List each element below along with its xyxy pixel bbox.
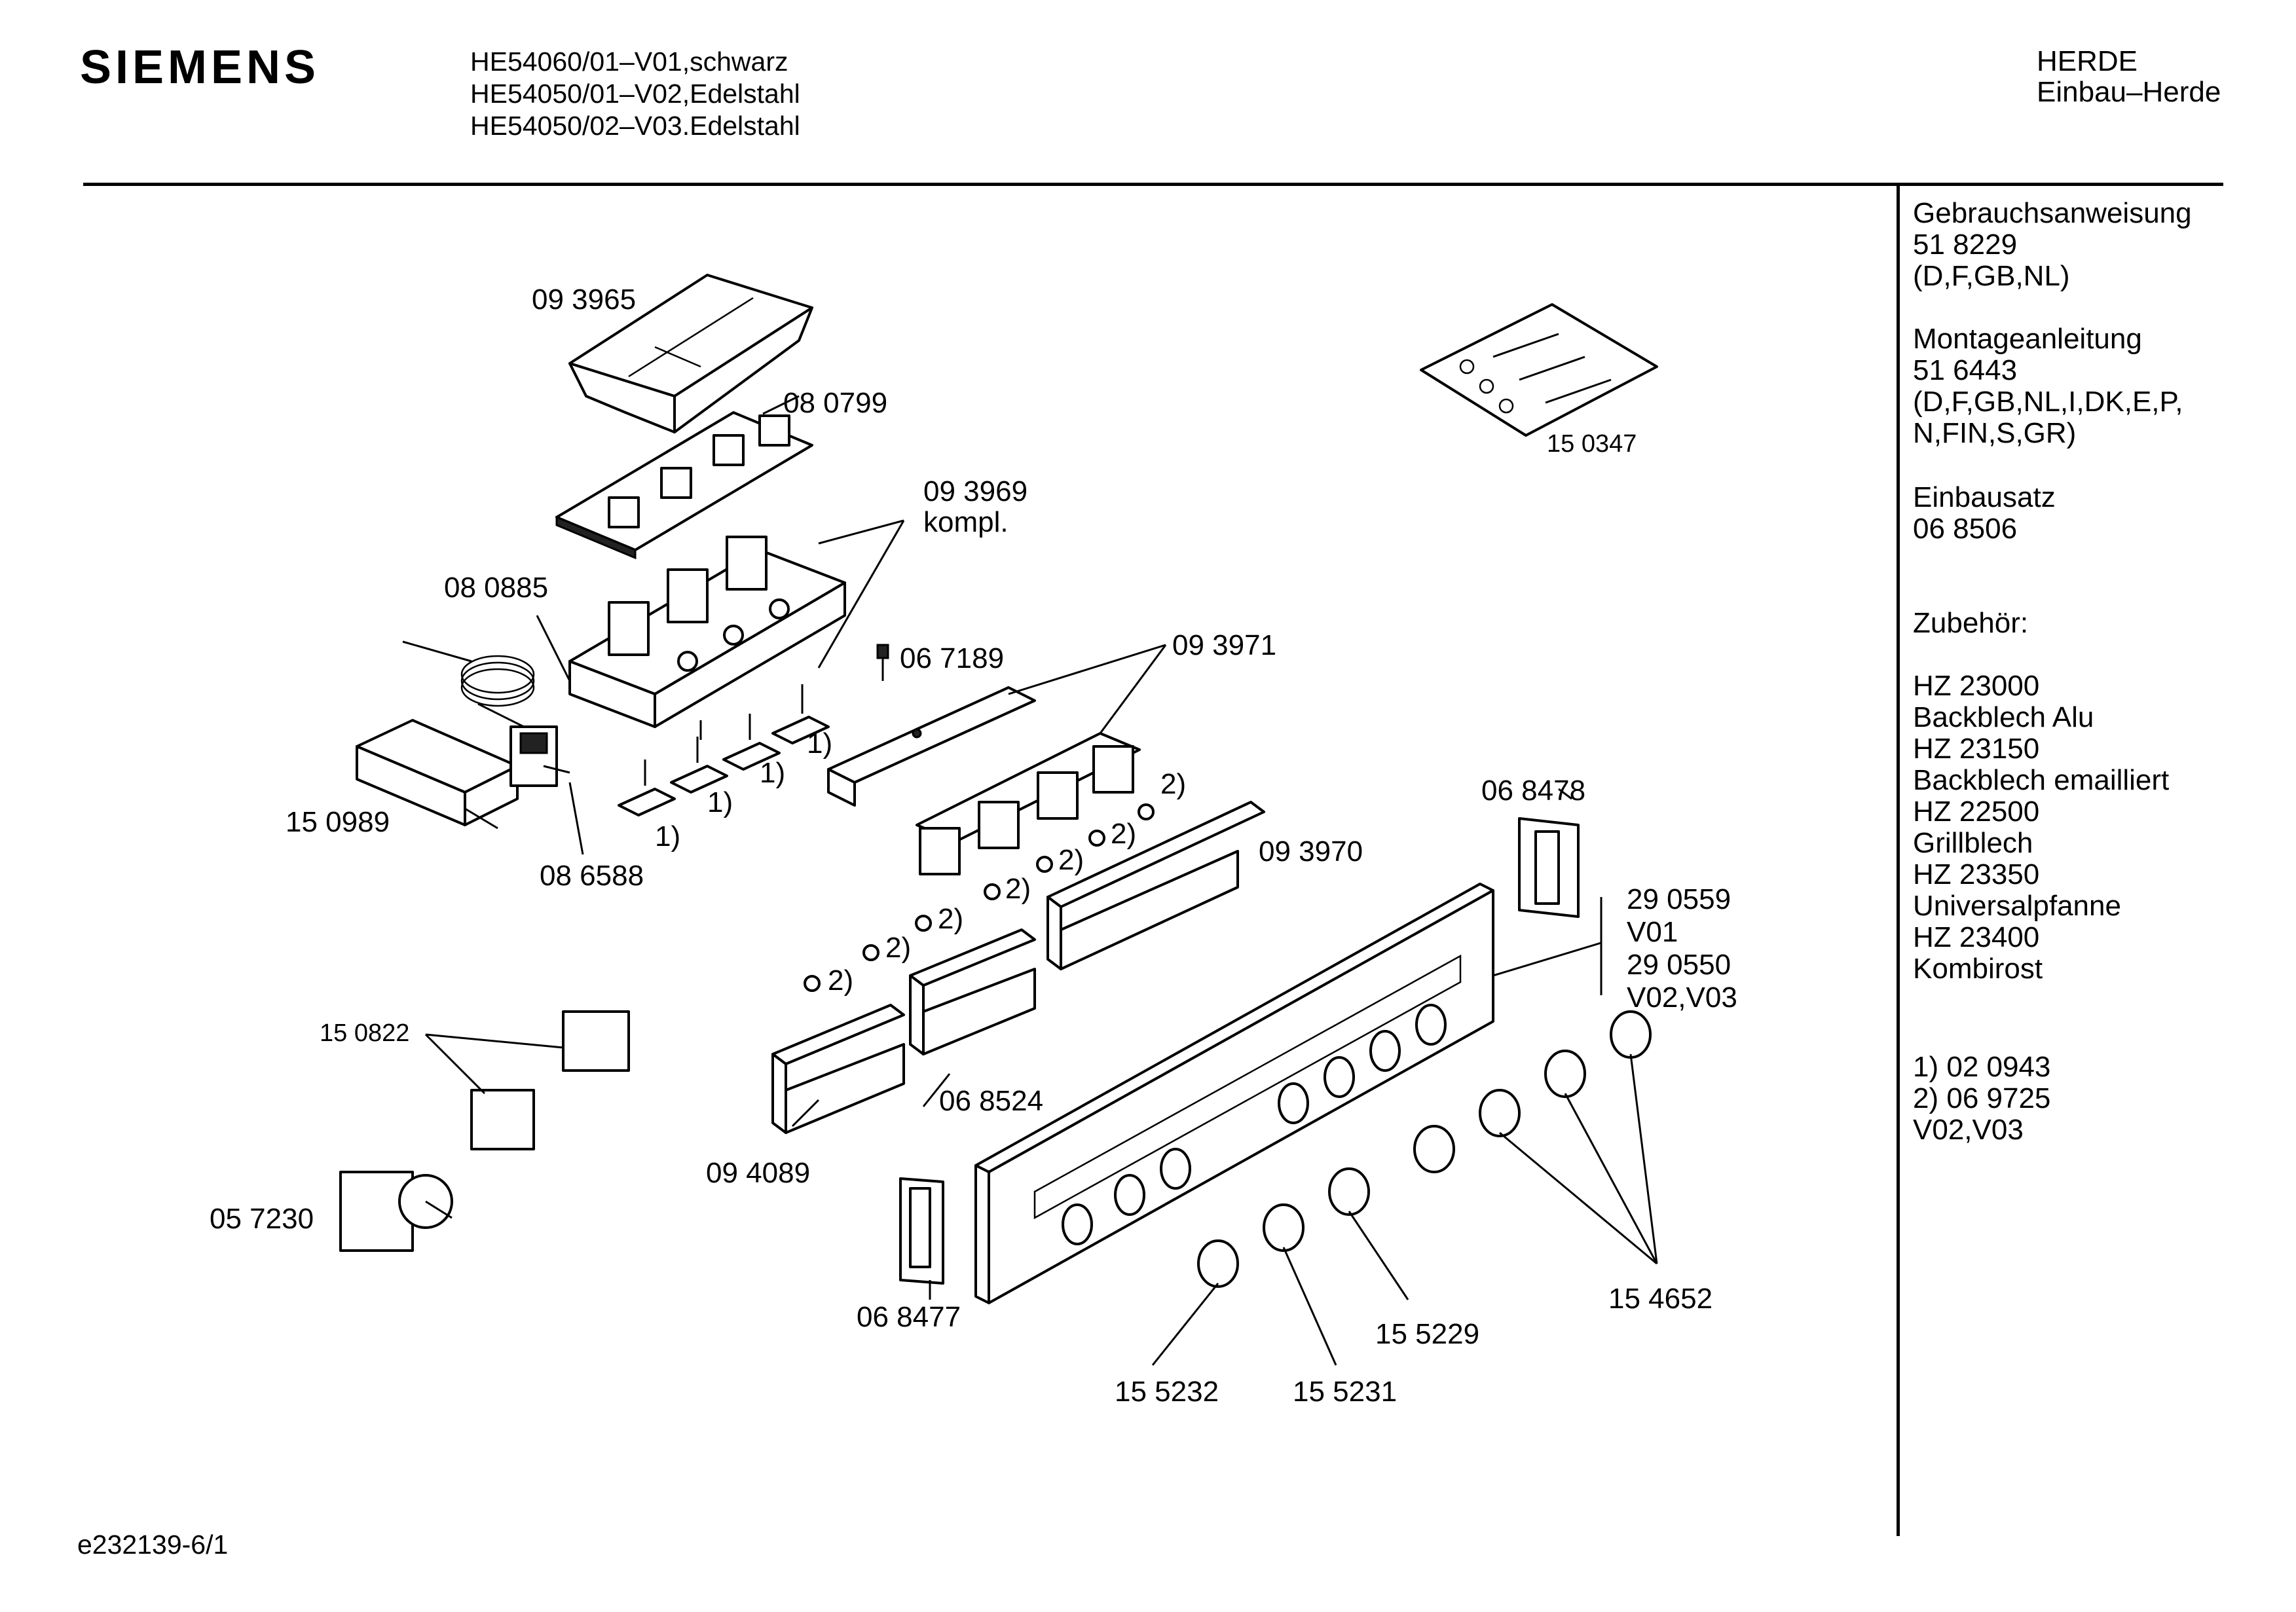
control-knobs (1197, 1010, 1652, 1288)
control-panel-fascia (974, 883, 1494, 1304)
part-label: 15 4652 (1608, 1283, 1713, 1315)
sidebar-line: V02,V03 (1913, 1114, 2024, 1146)
footnote-marker: 2) (1160, 768, 1186, 800)
part-label: 15 0989 (286, 806, 390, 838)
model-list: HE54060/01–V01,schwarz HE54050/01–V02,Ed… (470, 46, 800, 142)
part-label: 05 7230 (210, 1203, 314, 1235)
sidebar-line: N,FIN,S,GR) (1913, 417, 2077, 449)
manual-block: Gebrauchsanweisung 51 8229 (D,F,GB,NL) (1913, 198, 2192, 292)
footnote-marker: 2) (1111, 818, 1136, 850)
part-label: 15 5231 (1293, 1376, 1397, 1408)
screw-bag (1420, 303, 1658, 437)
brand-logo: SIEMENS (80, 41, 320, 94)
sidebar-line: (D,F,GB,NL,I,DK,E,P, (1913, 386, 2183, 418)
model-line: HE54050/01–V02,Edelstahl (470, 79, 800, 109)
switch-block (568, 536, 846, 728)
rotary-switch (509, 725, 570, 787)
footnote-marker: 2) (938, 903, 963, 935)
bracket-lower (771, 1004, 905, 1134)
sidebar-line: Backblech emailliert (1913, 764, 2170, 796)
drip-tray (568, 274, 813, 433)
footnote-marker: 1) (655, 820, 680, 852)
sidebar-line: HZ 22500 (1913, 796, 2040, 828)
variant-label: V01 (1627, 916, 1678, 948)
installation-block: Montageanleitung 51 6443 (D,F,GB,NL,I,DK… (1913, 323, 2183, 449)
sidebar-line: Zubehör: (1913, 607, 2029, 639)
model-line: HE54060/01–V01,schwarz (470, 46, 788, 77)
sidebar-line: 06 8506 (1913, 513, 2018, 545)
model-line: HE54050/02–V03.Edelstahl (470, 111, 800, 141)
part-label: 15 5229 (1375, 1318, 1479, 1350)
control-frame (555, 411, 813, 560)
sidebar-line: Kombirost (1913, 953, 2043, 985)
sidebar-line: 51 6443 (1913, 354, 2018, 386)
sidebar-line: Backblech Alu (1913, 701, 2094, 733)
category-title: HERDE Einbau–Herde (2037, 46, 2221, 107)
part-label: 09 3970 (1259, 835, 1363, 868)
header-divider (83, 183, 2223, 186)
screw (876, 644, 889, 681)
accessories-heading: Zubehör: (1913, 608, 2028, 639)
footnote-marker: 2) (1058, 844, 1084, 876)
sidebar-line: 1) 02 0943 (1913, 1051, 2051, 1083)
part-label: 06 8477 (857, 1301, 961, 1333)
leader-lines (424, 395, 1658, 1366)
part-label: 06 8478 (1481, 775, 1585, 807)
sidebar-line: Gebrauchsanweisung (1913, 197, 2192, 229)
footnote-marker: 1) (760, 757, 785, 789)
part-label: 08 0885 (444, 572, 548, 604)
sidebar-line: Grillblech (1913, 827, 2033, 859)
part-note: kompl. (923, 506, 1009, 538)
lamp-blocks (916, 732, 1141, 875)
capillary-sensor (402, 640, 535, 728)
footnote-marker: 1) (807, 727, 832, 760)
part-label: 09 3971 (1172, 629, 1276, 661)
footnote-marker: 1) (707, 786, 733, 818)
part-label: 08 0799 (783, 387, 887, 419)
micro-switches (618, 684, 830, 816)
category-line: HERDE (2037, 45, 2138, 77)
install-kit-block: Einbausatz 06 8506 (1913, 482, 2056, 545)
part-label: 08 6588 (540, 860, 644, 892)
accessories-list: HZ 23000 Backblech Alu HZ 23150 Backblec… (1913, 670, 2169, 985)
bracket-middle (909, 928, 1036, 1055)
terminal-strip (356, 719, 519, 830)
indicator-lamps (470, 1010, 630, 1150)
footnotes-block: 1) 02 0943 2) 06 9725 V02,V03 (1913, 1052, 2050, 1146)
motor (339, 1171, 453, 1252)
sidebar-line: 2) 06 9725 (1913, 1082, 2051, 1114)
switch-plate (827, 686, 1036, 807)
part-label: 15 5232 (1115, 1376, 1219, 1408)
footnote-marker: 2) (828, 964, 853, 997)
sidebar-line: HZ 23000 (1913, 670, 2040, 702)
sidebar-line: Universalpfanne (1913, 890, 2121, 922)
part-label: 29 0559 (1627, 883, 1731, 915)
side-bracket-left (899, 1177, 944, 1285)
variant-label: V02,V03 (1627, 981, 1737, 1014)
part-label: 15 0822 (320, 1019, 409, 1047)
sidebar-line: HZ 23350 (1913, 858, 2040, 890)
part-label: 09 3965 (532, 284, 636, 316)
part-label: 09 4089 (706, 1157, 810, 1189)
sidebar-line: Einbausatz (1913, 481, 2056, 513)
sidebar-line: Montageanleitung (1913, 323, 2142, 355)
side-bracket-right (1518, 817, 1580, 918)
part-label: 06 7189 (900, 642, 1004, 674)
washers (804, 803, 1155, 992)
footnote-marker: 2) (885, 932, 911, 964)
sidebar-line: (D,F,GB,NL) (1913, 260, 2070, 292)
part-label: 29 0550 (1627, 949, 1731, 981)
sidebar-line: 51 8229 (1913, 229, 2018, 261)
category-line: Einbau–Herde (2037, 76, 2221, 108)
sidebar-line: HZ 23400 (1913, 921, 2040, 953)
sidebar-divider (1897, 186, 1900, 1536)
part-label: 15 0347 (1547, 430, 1637, 458)
footnote-marker: 2) (1005, 873, 1031, 905)
part-label: 06 8524 (939, 1085, 1043, 1117)
bracket-upper (1046, 801, 1265, 970)
drawing-id: e232139-6/1 (77, 1530, 229, 1560)
sidebar-line: HZ 23150 (1913, 733, 2040, 765)
part-label: 09 3969 (923, 475, 1028, 507)
